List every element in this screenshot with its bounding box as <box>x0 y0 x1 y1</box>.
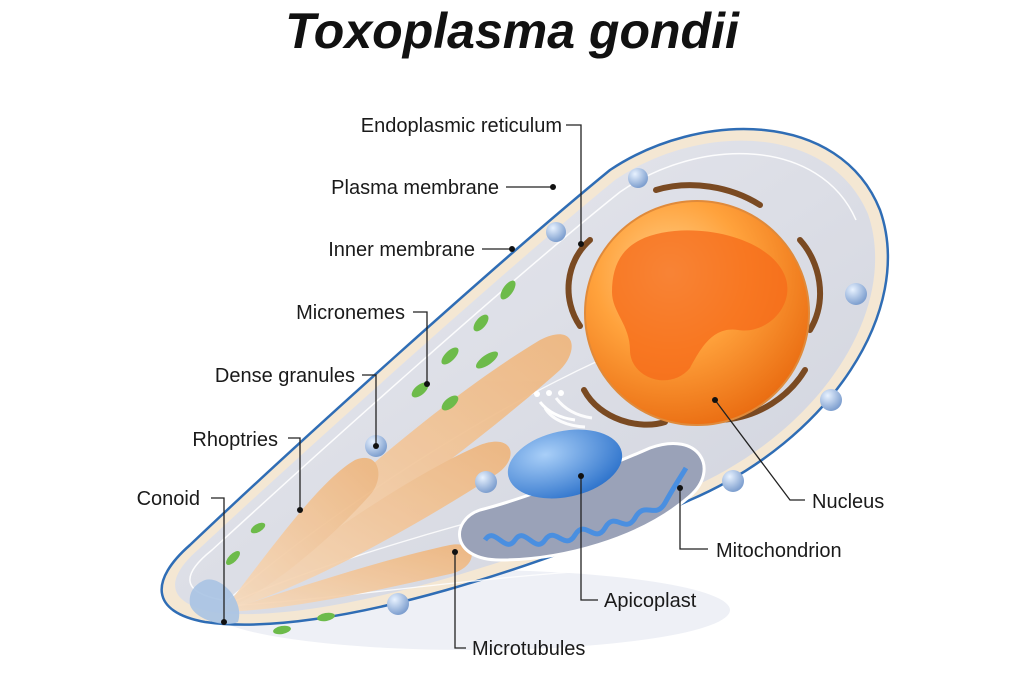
label-microtubules: Microtubules <box>472 638 585 660</box>
label-conoid: Conoid <box>137 488 200 510</box>
apicoplast-shape <box>507 429 623 499</box>
nucleus-shape <box>584 200 810 426</box>
inner-membrane-line <box>189 152 857 601</box>
label-micronemes: Micronemes <box>296 302 405 324</box>
label-inner-membrane: Inner membrane <box>328 239 475 261</box>
leader-dots <box>221 184 718 625</box>
conoid-shape <box>189 579 240 625</box>
label-plasma-membrane: Plasma membrane <box>331 177 499 199</box>
rhoptries-shapes <box>222 334 572 612</box>
leader-lines <box>211 124 805 649</box>
label-dense-granules: Dense granules <box>215 365 355 387</box>
micronemes-shapes <box>226 280 516 635</box>
dense-granules-shapes <box>365 168 867 615</box>
diagram-title: Toxoplasma gondii <box>285 3 739 59</box>
label-rhoptries: Rhoptries <box>192 429 278 451</box>
label-apicoplast: Apicoplast <box>604 590 697 612</box>
golgi-arcs <box>534 390 593 429</box>
label-endoplasmic-reticulum: Endoplasmic reticulum <box>361 115 562 137</box>
label-nucleus: Nucleus <box>812 491 884 513</box>
label-mitochondrion: Mitochondrion <box>716 540 842 562</box>
